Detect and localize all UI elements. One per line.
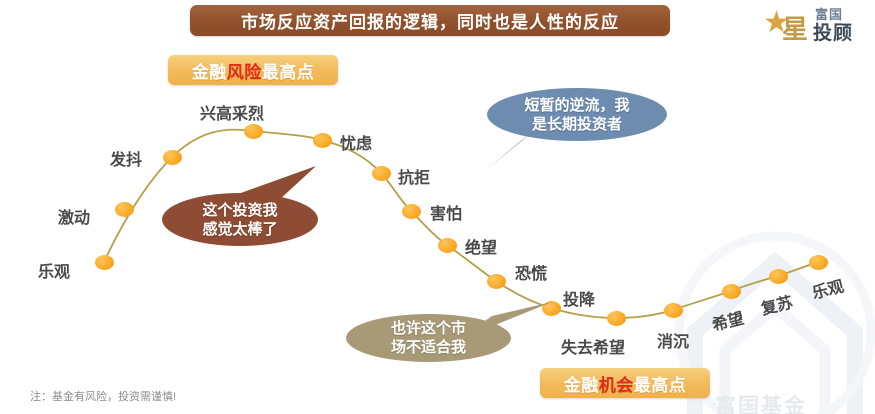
banner-opp-suffix: 最高点 bbox=[633, 375, 687, 395]
stage-label-11: 消沉 bbox=[657, 334, 690, 351]
curve-point-10 bbox=[606, 310, 626, 326]
brand-logo: ★ 星 富国 投顾 bbox=[763, 2, 867, 44]
stage-label-5: 抗拒 bbox=[398, 170, 431, 187]
banner-risk-suffix: 最高点 bbox=[261, 62, 315, 82]
stage-label-4: 忧虑 bbox=[340, 136, 373, 153]
curve-point-3 bbox=[243, 123, 263, 139]
blue-bubble-line-1: 短暂的逆流，我 bbox=[524, 96, 630, 114]
speech-bubble-olive: 也许这个市 场不适合我 bbox=[346, 314, 511, 362]
speech-bubble-brown: 这个投资我 感觉太棒了 bbox=[162, 193, 318, 246]
curve-point-8 bbox=[486, 273, 506, 289]
curve-point-14 bbox=[808, 254, 828, 270]
curve-point-6 bbox=[401, 203, 421, 219]
curve-point-11 bbox=[663, 302, 683, 318]
stage-label-7: 绝望 bbox=[465, 240, 498, 257]
stage-label-3: 兴高采烈 bbox=[200, 106, 265, 123]
stage-label-1: 激动 bbox=[58, 210, 91, 227]
curve-point-7 bbox=[437, 237, 457, 253]
stage-label-9: 投降 bbox=[563, 292, 596, 309]
brown-bubble-line-1: 这个投资我 bbox=[202, 201, 278, 219]
blue-bubble-line-2: 是长期投资者 bbox=[531, 115, 622, 133]
brown-bubble-line-2: 感觉太棒了 bbox=[202, 220, 278, 238]
banner-risk-highlight: 风险 bbox=[226, 62, 262, 82]
curve-point-5 bbox=[371, 165, 391, 181]
stage-label-10: 失去希望 bbox=[561, 340, 626, 357]
banner-financial-opportunity-peak: 金融机会最高点 bbox=[540, 368, 710, 398]
page-title-banner: 市场反应资产回报的逻辑，同时也是人性的反应 bbox=[190, 5, 670, 36]
banner-financial-risk-peak: 金融风险最高点 bbox=[168, 55, 338, 85]
logo-line-2: 投顾 bbox=[813, 23, 854, 44]
stage-label-0: 乐观 bbox=[38, 264, 71, 281]
banner-opp-prefix: 金融 bbox=[563, 375, 599, 395]
speech-bubble-blue: 短暂的逆流，我 是长期投资者 bbox=[487, 88, 667, 141]
stage-label-2: 发抖 bbox=[110, 152, 143, 169]
curve-point-4 bbox=[312, 132, 332, 148]
curve-point-12 bbox=[721, 283, 741, 299]
footnote: 注：基金有风险，投资需谨慎! bbox=[30, 391, 177, 403]
curve-point-2 bbox=[162, 149, 182, 165]
curve-point-0 bbox=[94, 254, 114, 270]
banner-risk-prefix: 金融 bbox=[191, 62, 227, 82]
stage-label-8: 恐慌 bbox=[515, 266, 548, 283]
logo-line-1: 富国 bbox=[815, 7, 844, 22]
curve-point-1 bbox=[114, 201, 134, 217]
star-icon: ★ bbox=[763, 6, 790, 39]
banner-opp-highlight: 机会 bbox=[598, 375, 634, 395]
logo-mark-char: 星 bbox=[782, 14, 809, 44]
olive-bubble-line-1: 也许这个市 bbox=[390, 320, 466, 337]
olive-bubble-line-2: 场不适合我 bbox=[390, 339, 466, 356]
page-title: 市场反应资产回报的逻辑，同时也是人性的反应 bbox=[241, 13, 619, 32]
curve-point-13 bbox=[768, 268, 788, 284]
stage-label-6: 害怕 bbox=[430, 206, 463, 223]
